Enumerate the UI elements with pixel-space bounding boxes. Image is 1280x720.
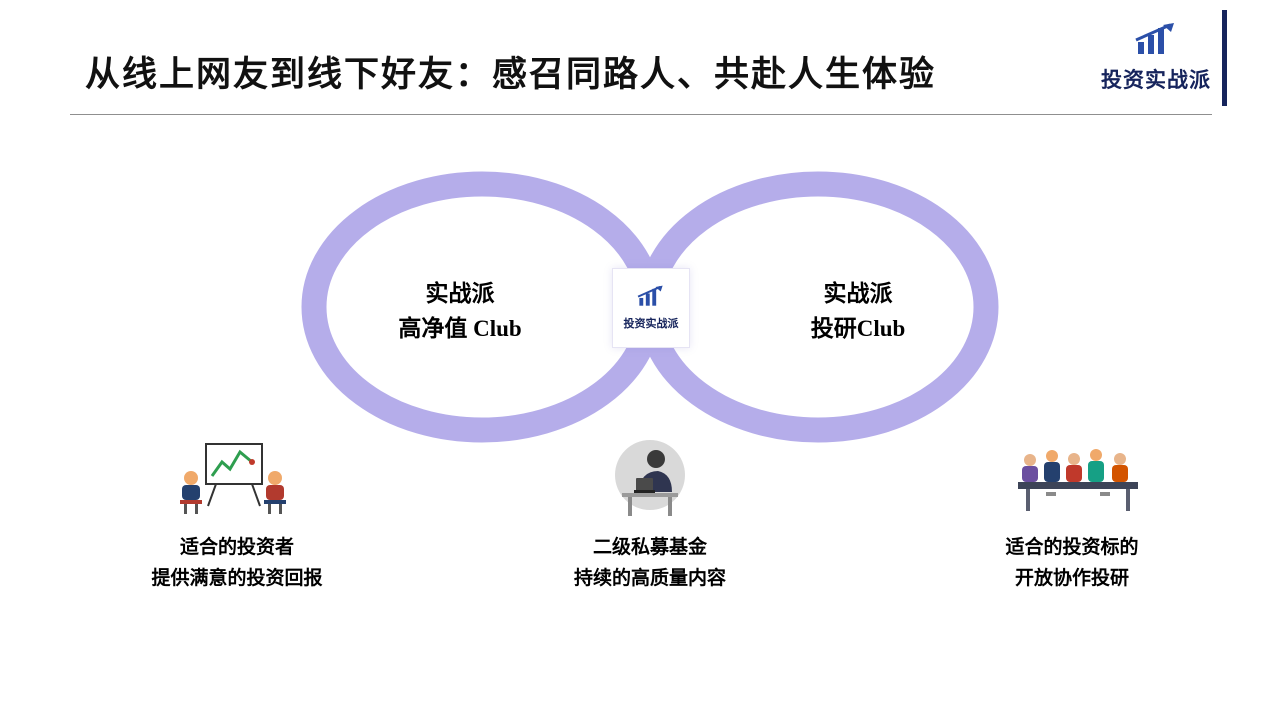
- left-loop-label-line1: 实战派: [425, 281, 495, 306]
- feature-caption-line2: 持续的高质量内容: [573, 568, 726, 589]
- left-loop-label: 实战派 高净值 Club: [330, 276, 590, 346]
- center-logo-badge: 投资实战派: [612, 268, 690, 348]
- feature-caption-line1: 适合的投资者: [179, 537, 294, 558]
- feature-caption-investors: 适合的投资者 提供满意的投资回报: [67, 532, 407, 594]
- right-loop-label-line1: 实战派: [823, 281, 893, 306]
- feature-caption-research: 适合的投资标的 开放协作投研: [902, 532, 1242, 594]
- feature-caption-fund: 二级私募基金 持续的高质量内容: [480, 532, 820, 594]
- left-loop-label-line2: 高净值 Club: [398, 316, 522, 341]
- analyst-at-desk-illustration: [606, 438, 694, 525]
- right-loop-label-line2: 投研Club: [810, 316, 906, 341]
- feature-caption-line1: 适合的投资标的: [1005, 537, 1139, 558]
- slide-title: 从线上网友到线下好友：感召同路人、共赴人生体验: [85, 55, 937, 94]
- feature-caption-line2: 开放协作投研: [1014, 568, 1129, 589]
- feature-caption-line2: 提供满意的投资回报: [151, 568, 323, 589]
- right-loop-label: 实战派 投研Club: [728, 276, 988, 346]
- team-meeting-illustration: [1016, 442, 1140, 519]
- brand-logo: 投资实战派: [1090, 10, 1227, 106]
- investors-whiteboard-illustration: [176, 440, 290, 523]
- brand-logo-text: 投资实战派: [1101, 68, 1211, 92]
- feature-caption-line1: 二级私募基金: [592, 537, 707, 558]
- bar-chart-arrow-icon: [634, 285, 668, 312]
- bar-chart-arrow-icon: [1130, 22, 1182, 61]
- title-divider: [70, 114, 1212, 115]
- center-logo-badge-text: 投资实战派: [623, 318, 679, 330]
